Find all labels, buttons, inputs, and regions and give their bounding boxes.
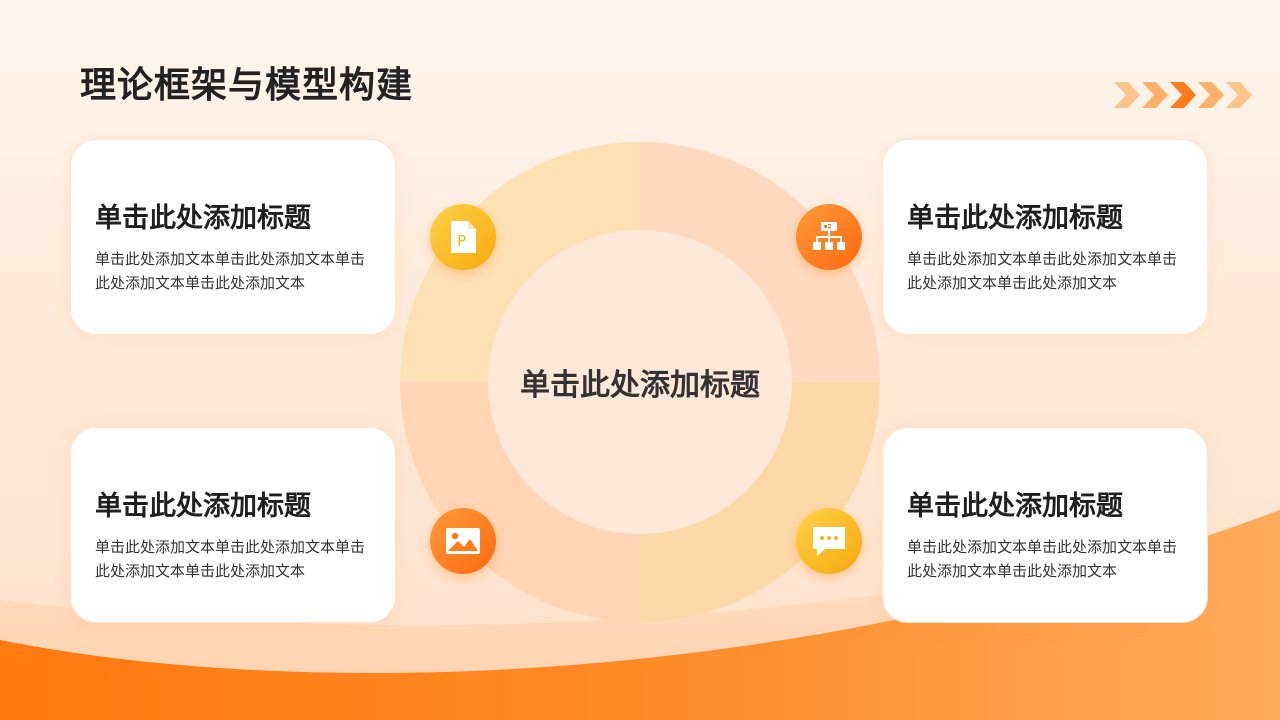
center-title: 单击此处添加标题 xyxy=(520,368,760,403)
card-title[interactable]: 单击此处添加标题 xyxy=(95,491,311,522)
chat-icon xyxy=(796,508,862,574)
center-ring xyxy=(400,142,880,622)
page-title: 理论框架与模型构建 xyxy=(80,65,414,106)
card-title[interactable]: 单击此处添加标题 xyxy=(907,491,1123,522)
card-bottom-left[interactable]: 单击此处添加标题 单击此处添加文本单击此处添加文本单击此处添加文本单击此处添加文… xyxy=(70,427,396,623)
card-top-left[interactable]: 单击此处添加标题 单击此处添加文本单击此处添加文本单击此处添加文本单击此处添加文… xyxy=(70,139,396,335)
image-icon xyxy=(430,508,496,574)
card-text[interactable]: 单击此处添加文本单击此处添加文本单击此处添加文本单击此处添加文本 xyxy=(95,250,366,292)
card-title[interactable]: 单击此处添加标题 xyxy=(95,203,311,234)
card-text[interactable]: 单击此处添加文本单击此处添加文本单击此处添加文本单击此处添加文本 xyxy=(907,538,1178,580)
card-top-right[interactable]: 单击此处添加标题 单击此处添加文本单击此处添加文本单击此处添加文本单击此处添加文… xyxy=(882,139,1208,335)
document-p-icon: P xyxy=(430,204,496,270)
chevrons-decoration xyxy=(1114,82,1252,108)
card-title[interactable]: 单击此处添加标题 xyxy=(907,203,1123,234)
card-text[interactable]: 单击此处添加文本单击此处添加文本单击此处添加文本单击此处添加文本 xyxy=(95,538,366,580)
svg-text:P: P xyxy=(457,232,466,250)
card-bottom-right[interactable]: 单击此处添加标题 单击此处添加文本单击此处添加文本单击此处添加文本单击此处添加文… xyxy=(882,427,1208,623)
card-text[interactable]: 单击此处添加文本单击此处添加文本单击此处添加文本单击此处添加文本 xyxy=(907,250,1178,292)
network-icon xyxy=(796,204,862,270)
